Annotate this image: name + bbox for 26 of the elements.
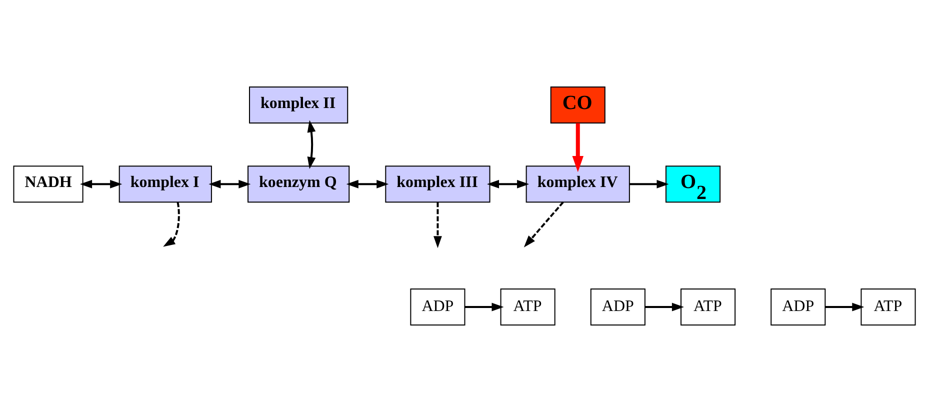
arrow	[80, 179, 122, 188]
node-box: ATP	[500, 288, 556, 325]
arrow	[163, 202, 180, 246]
node-box: komplex II	[249, 86, 348, 124]
arrow	[346, 179, 389, 188]
arrow	[486, 179, 530, 188]
arrow	[524, 201, 564, 247]
node-box: NADH	[13, 165, 84, 202]
arrow	[572, 122, 584, 172]
arrow	[208, 179, 251, 188]
node-box: ADP	[770, 288, 826, 325]
arrow	[630, 179, 669, 188]
arrow	[464, 302, 504, 311]
node-box: koenzym Q	[248, 165, 350, 202]
node-box: komplex IV	[526, 165, 630, 202]
node-box: ATP	[860, 288, 916, 325]
arrow	[434, 202, 442, 248]
node-box: komplex III	[385, 165, 490, 202]
arrow	[307, 120, 316, 169]
arrow	[645, 302, 684, 311]
arrow	[825, 302, 864, 311]
node-box: ATP	[680, 288, 736, 325]
node-box: ADP	[590, 288, 646, 325]
node-box: ADP	[410, 288, 466, 325]
node-box: komplex I	[118, 165, 212, 202]
node-box: CO	[550, 86, 606, 124]
